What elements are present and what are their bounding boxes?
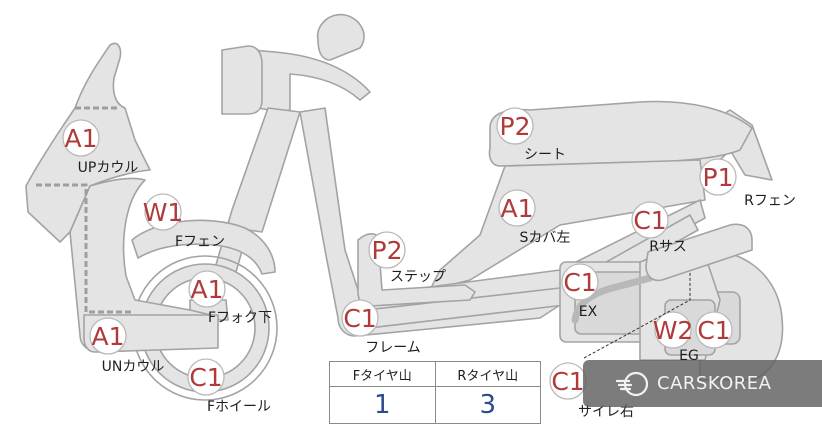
badge-circle — [144, 193, 182, 231]
front-fender-shape — [131, 219, 276, 275]
badge-circle — [561, 263, 599, 301]
damage-badge-f-wheel: C1 — [187, 358, 225, 396]
damage-badge-up-cowl: A1 — [62, 119, 100, 157]
badge-circle — [89, 317, 127, 355]
damage-badge-r-suspension: C1 — [631, 201, 669, 239]
part-label-r-fender: Rフェン — [744, 193, 796, 209]
damage-badge-muffler-right: C1 — [549, 362, 587, 400]
badge-circle — [654, 311, 692, 349]
badge-circle — [62, 119, 100, 157]
headlight-shape — [221, 45, 263, 115]
rear-shock-shape — [645, 223, 753, 282]
part-label-f-wheel: Fホイール — [207, 399, 271, 415]
badge-circle — [496, 107, 534, 145]
badge-circle — [498, 189, 536, 227]
damage-badge-frame: C1 — [341, 299, 379, 337]
part-label-frame: フレーム — [365, 340, 421, 356]
damage-badge-exhaust: C1 — [561, 263, 599, 301]
badge-code: W1 — [143, 198, 184, 227]
part-label-muffler-right: サイレ右 — [578, 404, 634, 420]
badge-code: P2 — [372, 236, 403, 265]
tire-header-rear: Rタイヤ山 — [434, 361, 541, 387]
part-label-f-fender: Fフェン — [175, 234, 225, 250]
badge-code: A1 — [500, 194, 533, 223]
badge-code: C1 — [189, 363, 222, 392]
badge-circle — [699, 158, 737, 196]
part-label-step: ステップ — [390, 269, 446, 285]
damage-badge-engine-c: C1 — [695, 311, 733, 349]
tire-value-front: 1 — [329, 386, 436, 424]
damage-badge-f-fork-lower: A1 — [188, 270, 226, 308]
damage-badge-r-fender: P1 — [699, 158, 737, 196]
carskorea-watermark: CARSKOREA — [583, 360, 822, 407]
badge-code: C1 — [697, 316, 730, 345]
part-label-seat: シート — [524, 147, 566, 163]
badge-code: C1 — [343, 304, 376, 333]
part-label-up-cowl: UPカウル — [78, 160, 139, 176]
badge-circle — [187, 358, 225, 396]
badge-code: P2 — [500, 112, 531, 141]
badge-circle — [631, 201, 669, 239]
step-floor-shape — [357, 233, 476, 307]
damage-badge-s-cover-left: A1 — [498, 189, 536, 227]
badge-circle — [368, 231, 406, 269]
damage-badge-seat: P2 — [496, 107, 534, 145]
badge-circle — [341, 299, 379, 337]
part-label-un-cowl: UNカウル — [102, 359, 165, 375]
tire-tread-table: Fタイヤ山 Rタイヤ山 1 3 — [329, 361, 541, 424]
tire-value-rear: 3 — [434, 386, 541, 424]
part-label-r-suspension: Rサス — [649, 239, 686, 255]
cowl-dashed-outline — [36, 106, 132, 314]
damage-badge-engine-w: W2 — [653, 311, 694, 349]
badge-code: A1 — [64, 124, 97, 153]
part-label-exhaust: EX — [579, 304, 598, 320]
tire-header-front: Fタイヤ山 — [329, 361, 436, 387]
badge-circle — [695, 311, 733, 349]
damage-badge-step: P2 — [368, 231, 406, 269]
badge-code: C1 — [551, 367, 584, 396]
damage-badge-un-cowl: A1 — [89, 317, 127, 355]
badge-code: A1 — [190, 275, 223, 304]
carskorea-logo-icon — [615, 371, 649, 396]
badge-code: C1 — [563, 268, 596, 297]
badge-circle — [188, 270, 226, 308]
muffler-leader-line — [583, 272, 691, 359]
damage-badge-f-fender: W1 — [143, 193, 184, 231]
badge-code: C1 — [633, 206, 666, 235]
mirror-shape — [316, 13, 365, 61]
badge-code: A1 — [91, 322, 124, 351]
watermark-text: CARSKOREA — [657, 373, 772, 394]
badge-code: P1 — [703, 163, 734, 192]
badge-code: W2 — [653, 316, 694, 345]
part-label-s-cover-left: Sカバ左 — [520, 230, 571, 246]
part-label-f-fork-lower: Fフォク下 — [208, 310, 272, 326]
